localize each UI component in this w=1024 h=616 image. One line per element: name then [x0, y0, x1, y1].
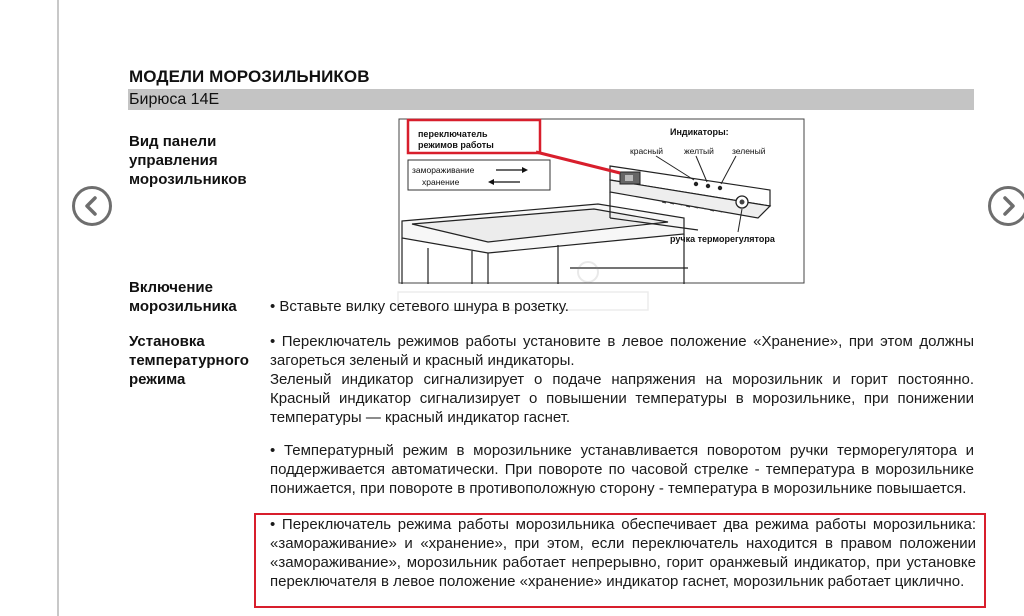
- svg-text:хранение: хранение: [422, 177, 460, 187]
- chevron-left-icon: [85, 196, 97, 216]
- prev-page-button[interactable]: [72, 186, 112, 226]
- paragraph-temperature-1-bullet: • Переключатель режимов работы установит…: [270, 333, 974, 369]
- svg-text:режимов работы: режимов работы: [418, 140, 494, 150]
- paragraph-temperature-2: • Температурный режим в морозильнике уст…: [270, 442, 974, 497]
- freezer-drawing: [401, 203, 688, 284]
- section-label-panel: Вид панели управления морозильников: [129, 133, 247, 188]
- paragraph-temperature-1-note: Зеленый индикатор сигнализирует о подаче…: [270, 371, 974, 426]
- red-indicator: [693, 181, 699, 187]
- green-indicator: [717, 185, 723, 191]
- paragraph-power: • Вставьте вилку сетевого шнура в розетк…: [270, 298, 569, 315]
- section-label-power: Включение морозильника: [129, 279, 237, 315]
- svg-text:Индикаторы:: Индикаторы:: [670, 127, 729, 137]
- svg-text:ручка терморегулятора: ручка терморегулятора: [670, 234, 776, 244]
- next-page-button[interactable]: [988, 186, 1024, 226]
- svg-text:красный: красный: [630, 146, 663, 156]
- watermark-logo: [397, 261, 649, 311]
- control-panel-diagram: переключатель режимов работы Индикаторы:…: [398, 118, 805, 284]
- svg-text:желтый: желтый: [684, 146, 714, 156]
- yellow-indicator: [705, 183, 711, 189]
- model-name-bar: Бирюса 14Е: [128, 89, 974, 110]
- svg-text:зеленый: зеленый: [732, 146, 766, 156]
- svg-text:замораживание: замораживание: [412, 165, 475, 175]
- paragraph-switch-modes: • Переключатель режима работы морозильни…: [270, 516, 976, 590]
- chevron-right-icon: [1003, 196, 1015, 216]
- paragraph-temperature-1: • Переключатель режимов работы установит…: [270, 332, 974, 427]
- switch-label-highlight: [406, 118, 542, 155]
- switch-pointer-line: [535, 150, 621, 175]
- control-panel-strip: [609, 165, 772, 231]
- page-edge: [57, 0, 59, 616]
- vent-slots: [661, 201, 723, 213]
- switch-modes-highlight: [254, 513, 986, 608]
- section-label-temperature: Установка температурного режима: [129, 333, 249, 388]
- svg-text:переключатель: переключатель: [418, 129, 488, 139]
- page-title: МОДЕЛИ МОРОЗИЛЬНИКОВ: [129, 67, 370, 86]
